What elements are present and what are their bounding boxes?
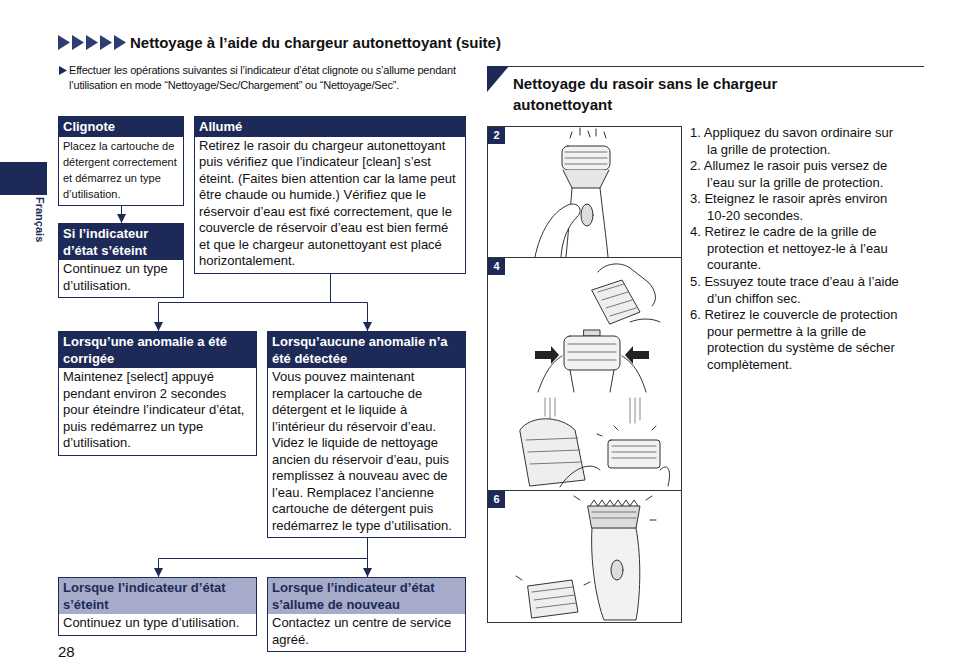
shaver-illustration	[592, 528, 640, 620]
illustration-panels	[488, 490, 682, 491]
shaver-illustration	[565, 152, 607, 164]
box-heading: Allumé	[195, 117, 465, 137]
title-arrows	[86, 35, 98, 50]
flow-connector	[159, 538, 368, 577]
illustration-panels	[488, 127, 682, 623]
box-text: Continuez un type d’utilisation.	[59, 614, 256, 635]
shaver-illustration	[570, 128, 606, 138]
shaver-illustration	[535, 346, 559, 364]
flow-connector	[367, 538, 368, 577]
shaver-illustration	[526, 438, 582, 464]
title-arrows	[72, 35, 84, 50]
title-arrows	[100, 35, 112, 50]
shaver-illustration	[520, 419, 585, 486]
shaver-illustration	[545, 398, 555, 420]
language-tab-text: Français	[33, 197, 46, 242]
step-text: 4. Retirez le cadre de la grille de prot…	[690, 224, 905, 274]
flow-connector	[331, 274, 368, 332]
box-heading: Clignote	[59, 117, 183, 137]
box-text: Vous pouvez maintenant remplacer la cart…	[268, 368, 465, 537]
section-heading: Nettoyage du rasoir sans le chargeur aut…	[513, 73, 843, 115]
step-text: 1. Appliquez du savon ordinaire sur la g…	[690, 125, 905, 158]
box-heading: Lorsqu’aucune anomalie n’a été détectée	[268, 332, 465, 368]
shaver-illustration	[532, 587, 576, 608]
box-text: Maintenez [select] appuyé pendant enviro…	[59, 368, 256, 455]
flow-connector	[159, 274, 331, 332]
title-arrows	[114, 35, 126, 50]
box-text: Placez la cartouche de détergent correct…	[59, 137, 183, 205]
callout-number: 6	[488, 491, 505, 508]
flow-box: Lorsqu’une anomalie a été corrigéeMainte…	[58, 331, 257, 456]
page-title: Nettoyage à l’aide du chargeur autonetto…	[130, 33, 501, 52]
flow-box: Si l’indicateur d’état s’éteintContinuez…	[58, 223, 184, 298]
shaver-illustration	[630, 398, 640, 423]
shaver-illustration	[535, 204, 580, 257]
box-heading: Si l’indicateur d’état s’éteint	[59, 224, 183, 260]
box-heading: Lorsque l’indicateur d’état s’allume de …	[268, 578, 465, 614]
shaver-illustration	[597, 426, 656, 436]
note-arrow	[59, 66, 67, 75]
flow-box: Lorsque l’indicateur d’état s’allume de …	[267, 577, 466, 652]
shaver-illustration	[563, 170, 609, 188]
box-heading: Lorsque l’indicateur d’état s’éteint	[59, 578, 256, 614]
shaver-illustration	[570, 370, 614, 392]
shaver-illustration	[608, 440, 660, 468]
shaver-illustration	[584, 330, 600, 336]
shaver-illustration	[592, 512, 636, 518]
shaver-illustration	[562, 146, 610, 170]
illustration-panels	[488, 257, 682, 258]
step-text: 3. Eteignez le rasoir après environ 10-2…	[690, 191, 905, 224]
page-number: 28	[58, 643, 75, 661]
shaver-illustration	[660, 467, 670, 486]
shaver-illustration	[611, 560, 623, 580]
shaver-illustration	[598, 284, 636, 316]
shaver-illustration	[564, 336, 620, 370]
box-text: Continuez un type d’utilisation.	[59, 260, 183, 297]
flow-box: Lorsque l’indicateur d’état s’éteintCont…	[58, 577, 257, 636]
flow-box: Lorsqu’aucune anomalie n’a été détectéeV…	[267, 331, 466, 538]
step-text: 6. Retirez le couvercle de protection po…	[690, 307, 905, 373]
language-tab	[0, 162, 47, 195]
callout-number: 2	[488, 127, 505, 144]
shaver-illustration	[516, 128, 670, 620]
shaver-illustration	[630, 319, 660, 322]
box-text: Contactez un centre de service agréé.	[268, 614, 465, 651]
shaver-illustration	[538, 356, 562, 392]
flow-box: ClignotePlacez la cartouche de détergent…	[58, 116, 184, 206]
callout-number: 4	[488, 258, 505, 275]
section-heading-rule	[487, 66, 509, 92]
shaver-illustration	[581, 204, 593, 226]
shaver-illustration	[612, 446, 656, 458]
shaver-illustration	[622, 356, 646, 392]
shaver-illustration	[588, 506, 640, 528]
title-arrows	[58, 35, 126, 50]
shaver-illustration	[568, 344, 616, 360]
step-text: 5. Essuyez toute trace d’eau à l’aide d’…	[690, 274, 905, 307]
shaver-illustration	[516, 496, 656, 585]
box-heading: Lorsqu’une anomalie a été corrigée	[59, 332, 256, 368]
shaver-illustration	[625, 346, 649, 364]
flow-box: AlluméRetirez le rasoir du chargeur auto…	[194, 116, 466, 274]
shaver-illustration	[528, 580, 578, 618]
flow-connector	[121, 206, 122, 224]
shaver-illustration	[598, 264, 655, 306]
shaver-illustration	[592, 280, 640, 324]
shaver-illustration	[560, 466, 600, 487]
title-arrows	[58, 35, 70, 50]
shaver-illustration	[590, 500, 638, 506]
step-text: 2. Allumez le rasoir puis versez de l’ea…	[690, 158, 905, 191]
box-text: Retirez le rasoir du chargeur autonettoy…	[195, 137, 465, 273]
note-text: Effectuer les opérations suivantes si l’…	[69, 63, 466, 92]
illustration-panels	[488, 127, 682, 623]
section-heading-rule	[487, 66, 924, 67]
